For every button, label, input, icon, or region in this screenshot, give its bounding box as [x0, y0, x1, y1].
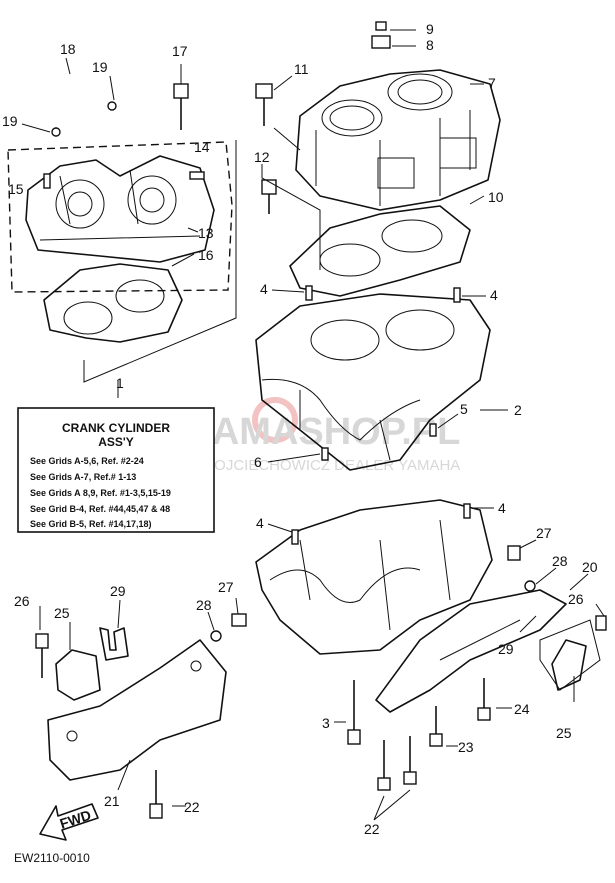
callout-number: 12	[254, 149, 270, 165]
bolt-22-left-head	[149, 803, 163, 819]
callout-number: 29	[498, 641, 514, 657]
stud-bolt	[43, 173, 51, 189]
watermark-brand: YAMASHOP.PL	[190, 411, 460, 453]
callout-number: 26	[568, 591, 584, 607]
callout-number: 8	[426, 37, 434, 53]
callout-number: 9	[426, 21, 434, 37]
callout-number: 2	[514, 402, 522, 418]
info-box-line: See Grids A 8,9, Ref. #1-3,5,15-19	[30, 488, 171, 498]
dowel-4-lower-right	[463, 503, 471, 519]
watermark-tagline: WOJCIECHOWICZ DEALER YAMAHA	[200, 457, 460, 474]
bolt-3-head	[347, 729, 361, 745]
bolt-22-a-head	[377, 777, 391, 791]
washer-28-right	[524, 580, 536, 592]
head-gasket	[43, 263, 183, 343]
callout-number: 25	[54, 605, 70, 621]
callout-number: 18	[60, 41, 76, 57]
callout-number: 26	[14, 593, 30, 609]
bolt-17-head	[173, 83, 189, 99]
washer-28-left	[210, 630, 222, 642]
damper-25-left	[55, 649, 101, 701]
cap-9	[375, 21, 387, 31]
hose-clamp-lower	[51, 127, 61, 137]
callout-number: 4	[490, 287, 498, 303]
callout-number: 28	[552, 553, 568, 569]
through-bolts	[334, 678, 512, 821]
callout-number: 11	[294, 61, 309, 77]
info-box-line: See Grid B-4, Ref. #44,45,47 & 48	[30, 504, 170, 514]
base-gasket	[289, 205, 471, 297]
cylinder-block	[255, 21, 501, 270]
bolt-27-left	[231, 613, 247, 627]
callout-number: 24	[514, 701, 530, 717]
callout-number: 27	[218, 579, 234, 595]
callout-number: 19	[92, 59, 108, 75]
callout-number: 5	[460, 401, 468, 417]
engine-mount-left	[35, 597, 247, 819]
hose-clamp	[107, 101, 117, 111]
callout-number: 4	[260, 281, 268, 297]
dowel-5	[429, 423, 437, 437]
bolt-26-right	[595, 615, 607, 631]
clip-29-left	[99, 627, 129, 661]
callout-number: 10	[488, 189, 504, 205]
assembly-bracket	[83, 140, 237, 383]
cylinder-head	[25, 155, 215, 263]
damper-25-right	[551, 639, 587, 691]
fwd-label: FWD	[58, 807, 93, 832]
info-box-title: CRANK CYLINDER	[62, 421, 170, 435]
plug-14	[189, 171, 205, 180]
callout-number: 19	[2, 113, 18, 129]
info-box-line: See Grids A-5,6, Ref. #2-24	[30, 456, 144, 466]
callout-number: 28	[196, 597, 212, 613]
bolt-11-head	[255, 83, 273, 99]
bolt-24-head	[477, 707, 491, 721]
bolt-26-left	[35, 633, 49, 649]
callout-number: 16	[198, 247, 214, 263]
callout-number: 21	[104, 793, 120, 809]
info-box-line: See Grid B-5, Ref. #14,17,18)	[30, 519, 152, 529]
dowel-4-upper-left	[305, 285, 313, 301]
info-box-subtitle: ASS'Y	[98, 435, 134, 449]
engine-mount-right	[375, 539, 607, 713]
callout-number: 22	[184, 799, 200, 815]
fitting-8	[371, 35, 391, 49]
bolt-27-right	[507, 545, 521, 561]
callout-number: 6	[254, 454, 262, 470]
callout-number: 17	[172, 43, 188, 59]
bolt-22-b-head	[403, 771, 417, 785]
lower-crankcase	[255, 499, 494, 655]
callout-number: 29	[110, 583, 126, 599]
upper-crankcase	[255, 285, 508, 471]
watermark: YAMASHOP.PL WOJCIECHOWICZ DEALER YAMAHA	[190, 397, 460, 474]
callout-numbers: 1 2 3 4 4 4 4 5 6 7 8 9 10 11 12 13 14 1…	[2, 21, 598, 837]
dowel-4-lower-left	[291, 529, 299, 545]
bolt-23-head	[429, 733, 443, 747]
callout-number: 13	[198, 225, 214, 241]
dowel-4-upper-right	[453, 287, 461, 303]
drawing-code: EW2110-0010	[14, 851, 90, 865]
forward-arrow: FWD	[39, 803, 99, 841]
callout-number: 20	[582, 559, 598, 575]
callout-number: 25	[556, 725, 572, 741]
callout-number: 27	[536, 525, 552, 541]
info-box-line: See Grids A-7, Ref.# 1-13	[30, 472, 136, 482]
callout-number: 7	[488, 75, 496, 91]
cylinder-head-group	[7, 57, 233, 343]
callout-number: 23	[458, 739, 474, 755]
info-box: CRANK CYLINDER ASS'Y See Grids A-5,6, Re…	[17, 407, 215, 533]
callout-number: 3	[322, 715, 330, 731]
callout-number: 22	[364, 821, 380, 837]
callout-number: 15	[8, 181, 24, 197]
dowel-6	[321, 447, 329, 461]
callout-number: 14	[194, 139, 210, 155]
callout-number: 1	[116, 375, 124, 391]
callout-number: 4	[256, 515, 264, 531]
callout-number: 4	[498, 500, 506, 516]
